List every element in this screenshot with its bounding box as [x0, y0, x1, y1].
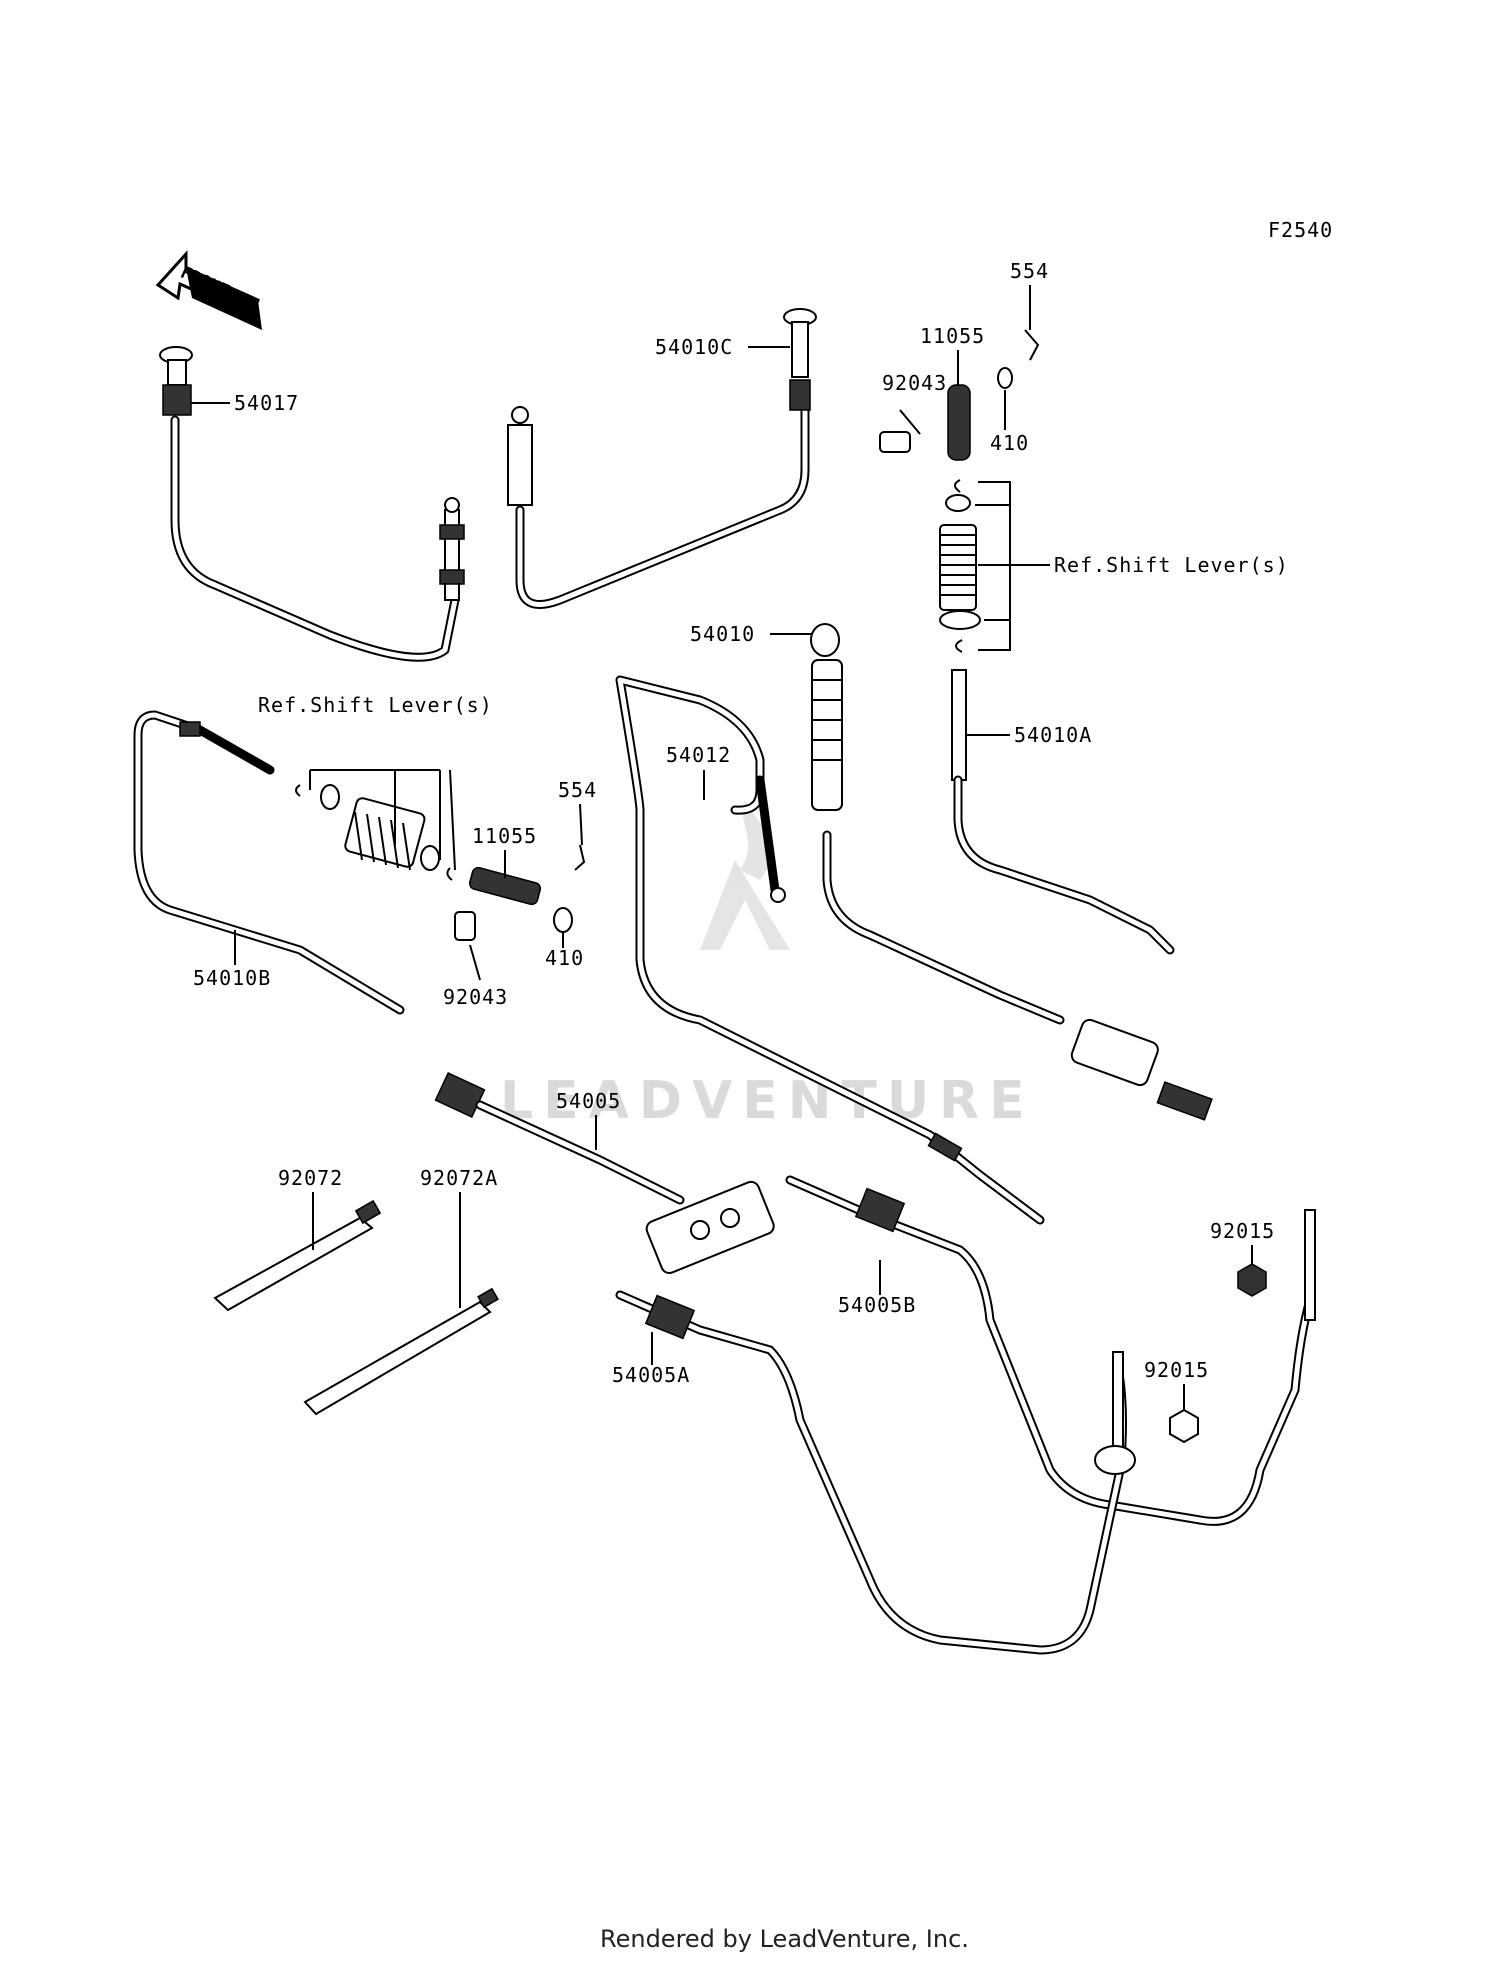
- callout-54017: 54017: [234, 391, 299, 415]
- callout-92043-mid: 92043: [443, 985, 508, 1009]
- cable-tie-92072[interactable]: [213, 1199, 382, 1312]
- cable-54010B[interactable]: [133, 710, 405, 1015]
- leader-92043-mid: [469, 944, 481, 981]
- callout-554-mid: 554: [558, 778, 597, 802]
- callout-54010B: 54010B: [193, 966, 271, 990]
- watermark: LEADVENTURE: [500, 800, 1035, 1131]
- callout-54010: 54010: [690, 622, 755, 646]
- leader-554-mid: [579, 803, 583, 846]
- callout-92015-left: 92015: [1144, 1358, 1209, 1382]
- callout-11055-mid: 11055: [472, 824, 537, 848]
- callout-54010C: 54010C: [655, 335, 733, 359]
- callout-54012: 54012: [666, 743, 731, 767]
- callout-11055-top: 11055: [920, 324, 985, 348]
- cable-54005B[interactable]: [785, 1175, 1316, 1526]
- watermark-text: LEADVENTURE: [500, 1071, 1035, 1131]
- cable-54005[interactable]: [434, 1071, 777, 1275]
- callout-92043-top: 92043: [882, 371, 947, 395]
- cable-54005A[interactable]: [615, 1290, 1136, 1655]
- spring-stack-top: [939, 479, 981, 653]
- figure-code: F2540: [1268, 218, 1333, 242]
- cable-54012[interactable]: [615, 675, 1045, 1225]
- bracket-ref-top: [975, 481, 1050, 651]
- cable-54010A[interactable]: [951, 669, 1175, 955]
- callout-92015-right: 92015: [1210, 1219, 1275, 1243]
- cable-54017[interactable]: [159, 346, 465, 662]
- cable-tie-92072A[interactable]: [303, 1287, 499, 1416]
- callout-54005A: 54005A: [612, 1363, 690, 1387]
- cable-54010C[interactable]: [507, 308, 817, 609]
- nut-92015-right[interactable]: [1237, 1263, 1267, 1297]
- callout-554-top: 554: [1010, 259, 1049, 283]
- callout-54005B: 54005B: [838, 1293, 916, 1317]
- callout-410-mid: 410: [545, 946, 584, 970]
- nut-92015-left[interactable]: [1169, 1408, 1199, 1444]
- callout-92072: 92072: [278, 1166, 343, 1190]
- cable-54010[interactable]: [810, 623, 1213, 1121]
- leader-92043-top: [899, 409, 921, 435]
- callout-92072A: 92072A: [420, 1166, 498, 1190]
- front-arrow-icon: FRONT: [155, 250, 262, 330]
- callout-54005: 54005: [556, 1089, 621, 1113]
- callout-410-top: 410: [990, 431, 1029, 455]
- callout-ref-shift-lever-left: Ref.Shift Lever(s): [258, 693, 493, 717]
- callout-ref-shift-lever-top: Ref.Shift Lever(s): [1054, 553, 1289, 577]
- bracket-ref-left: [309, 769, 456, 871]
- footer-credit: Rendered by LeadVenture, Inc.: [600, 1925, 969, 1953]
- callout-54010A: 54010A: [1014, 723, 1092, 747]
